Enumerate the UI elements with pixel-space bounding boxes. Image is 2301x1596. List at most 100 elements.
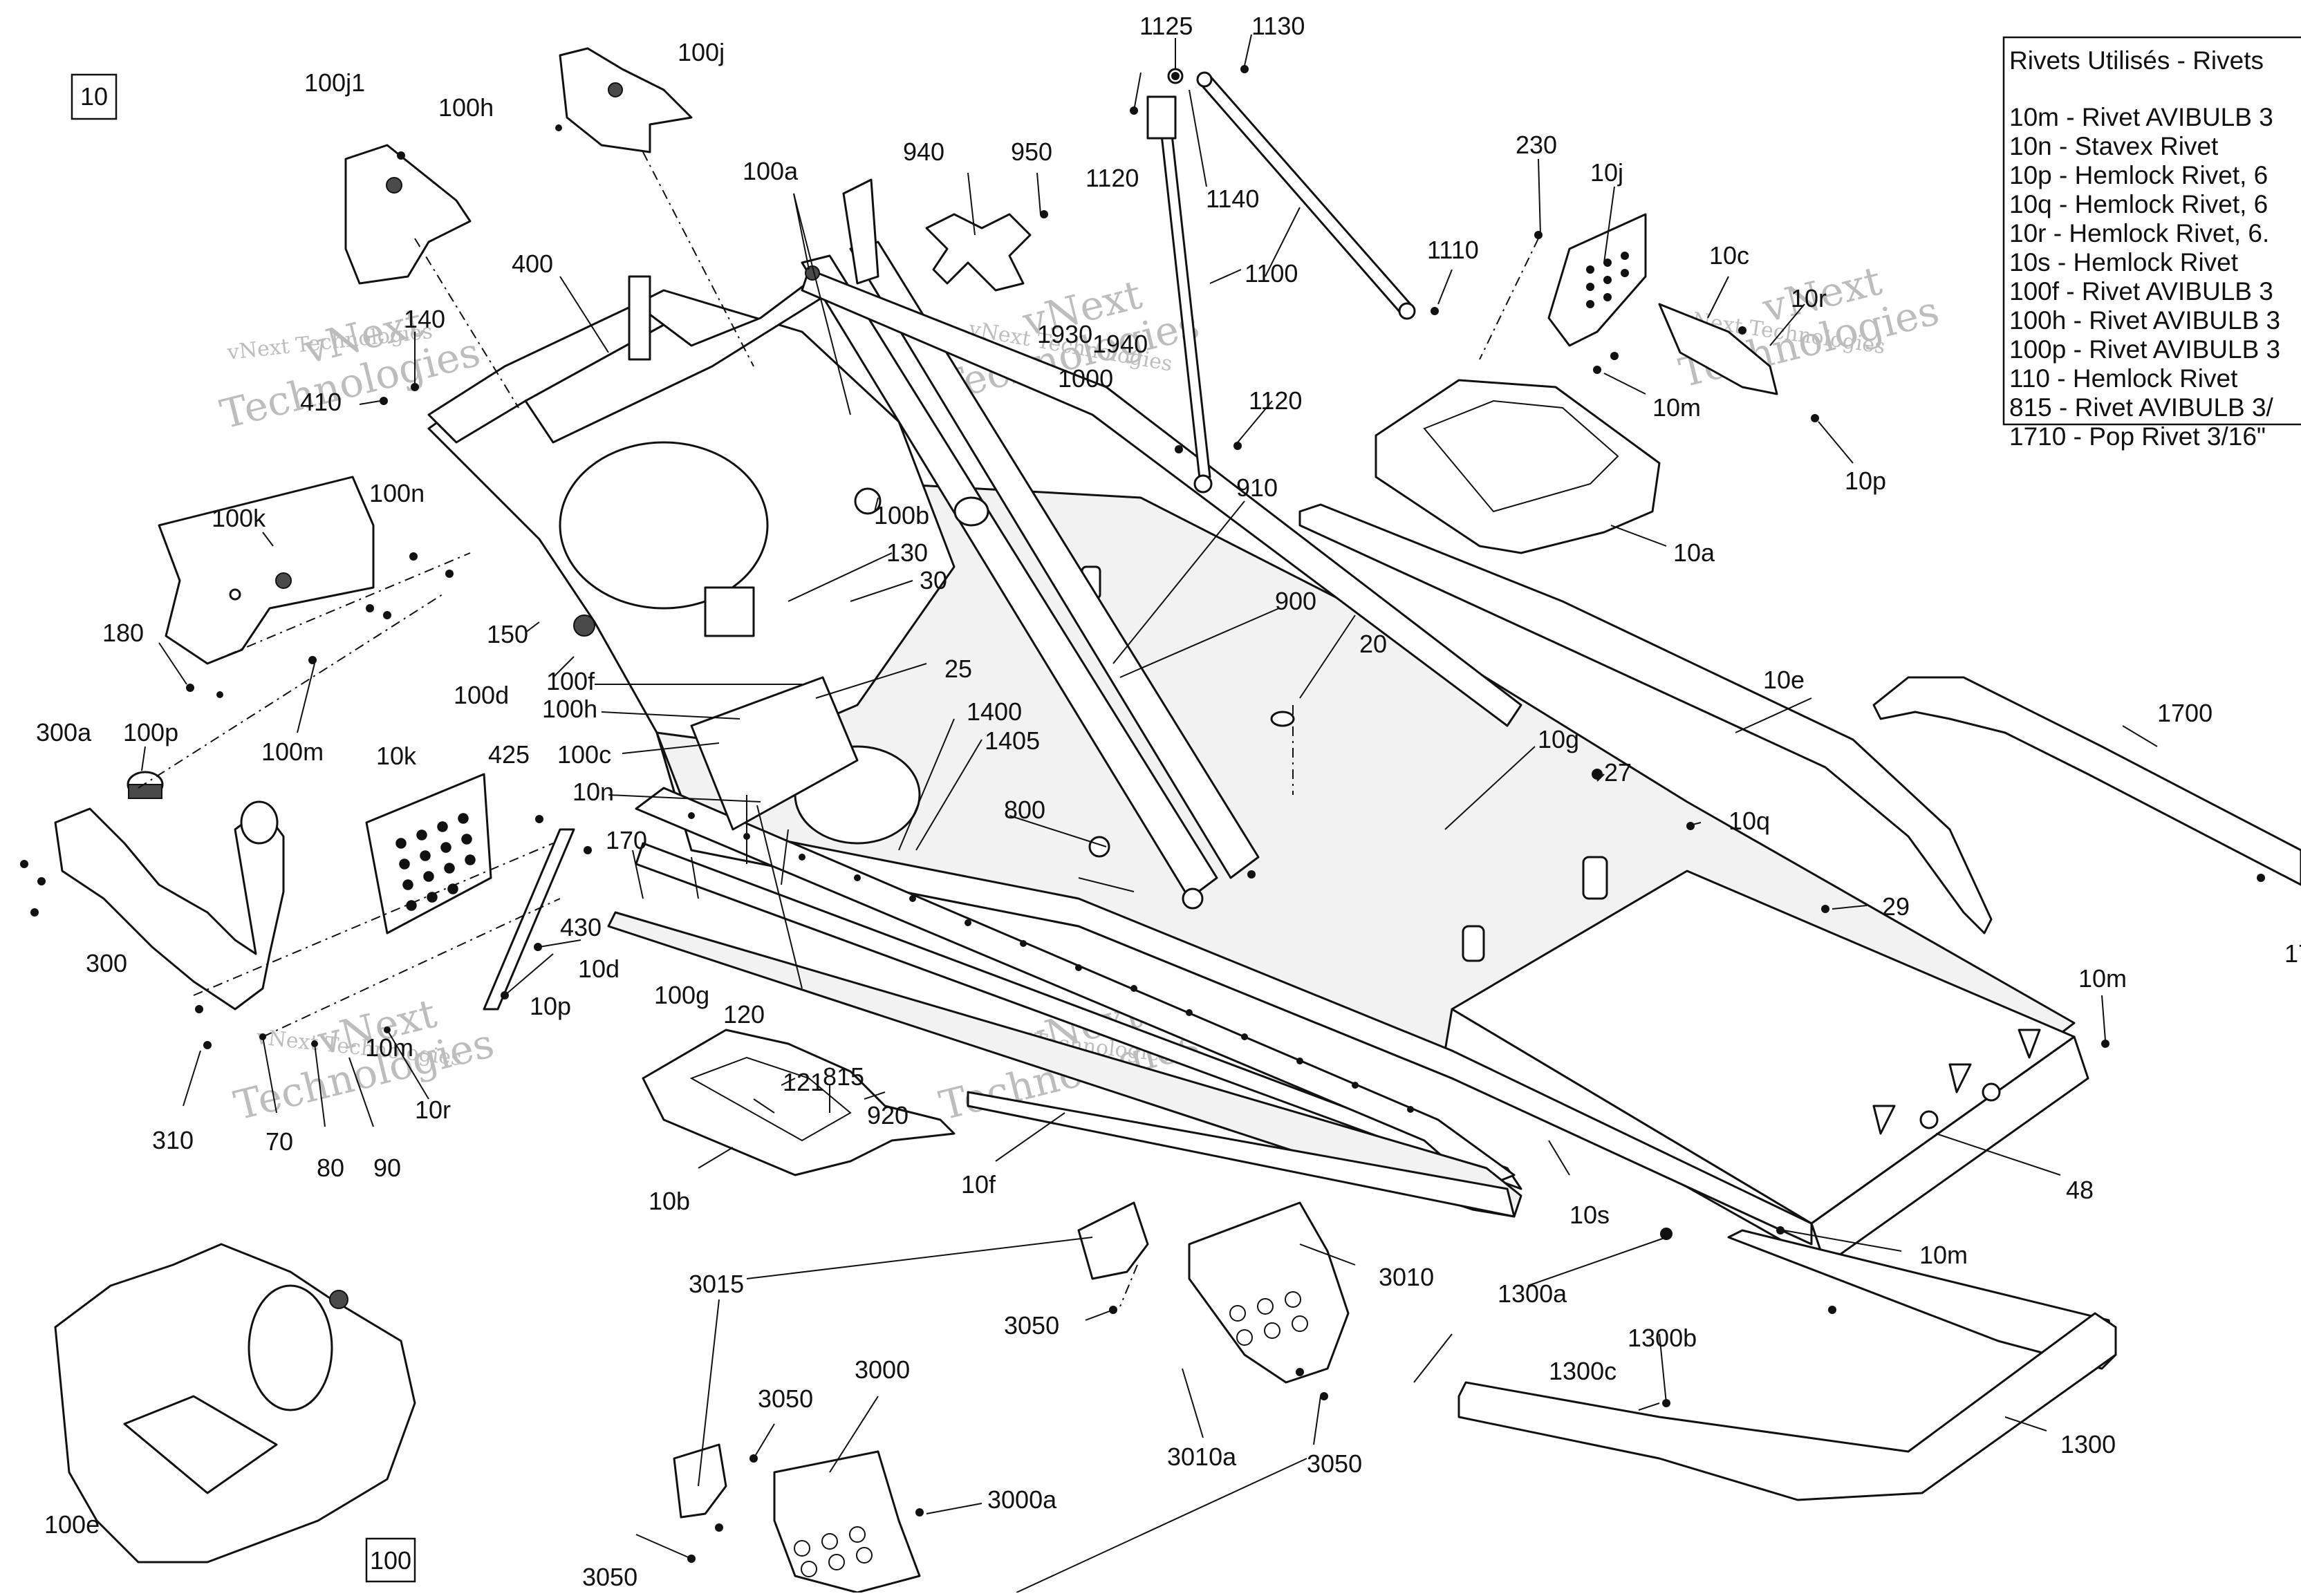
callout: 10r — [415, 1096, 451, 1124]
legend-item: 100p - Rivet AVIBULB 3 — [2009, 335, 2280, 364]
callout: 910 — [1236, 473, 1278, 502]
footboard-3000 — [773, 1450, 921, 1594]
callout-labels: 100j1 100h 100j 400 140 410 100k 100n 18… — [36, 12, 2301, 1591]
callout: 3010a — [1167, 1443, 1237, 1471]
rivet-legend: Rivets Utilisés - Rivets 10m - Rivet AVI… — [2002, 36, 2301, 451]
callout: 1120 — [1249, 386, 1302, 415]
callout: 10p — [530, 992, 571, 1020]
callout: 400 — [512, 250, 553, 278]
callout: 10p — [1845, 467, 1886, 495]
callout: 3050 — [1004, 1311, 1059, 1340]
callout: 1120 — [1086, 164, 1139, 192]
legend-item: 815 - Rivet AVIBULB 3/ — [2009, 393, 2274, 422]
callout: 25 — [944, 655, 972, 683]
callout: 70 — [266, 1127, 293, 1156]
mesh-panel-10j — [1547, 213, 1647, 347]
callout: 17 — [2284, 939, 2301, 968]
callout: 100d — [454, 681, 509, 709]
bracket-100j1 — [344, 144, 472, 285]
bracket-10c — [1658, 303, 1778, 395]
callout: 940 — [903, 138, 944, 166]
page-box-inset: 100 — [365, 1537, 416, 1583]
callout: 100a — [743, 157, 799, 185]
callout: 130 — [886, 538, 928, 567]
callout: 230 — [1516, 131, 1557, 159]
callout: 10m — [1919, 1241, 1968, 1269]
legend-item: 10q - Hemlock Rivet, 6 — [2009, 190, 2268, 218]
leader-lines — [103, 34, 2158, 1593]
callout: 1400 — [967, 697, 1022, 726]
callout: 3050 — [582, 1563, 637, 1591]
callout: 100c — [557, 740, 611, 769]
callout: 300 — [86, 949, 127, 977]
callout: 1130 — [1251, 12, 1305, 40]
bracket-3015 — [1077, 1201, 1149, 1280]
callout: 3050 — [1307, 1449, 1362, 1478]
callout: 1000 — [1058, 364, 1113, 393]
callout: 10b — [649, 1187, 690, 1215]
callout: 1100 — [1245, 259, 1298, 288]
callout: 1700 — [2157, 699, 2212, 727]
legend-item: 10r - Hemlock Rivet, 6. — [2009, 219, 2269, 247]
skid-plate-10b — [642, 1029, 956, 1176]
legend-item: 100f - Rivet AVIBULB 3 — [2009, 277, 2273, 306]
callout: 10j — [1590, 158, 1623, 187]
cover-10a — [1375, 379, 1661, 554]
fasteners — [20, 65, 2265, 1563]
callout: 10g — [1538, 725, 1579, 753]
callout: 80 — [317, 1154, 344, 1182]
callout: 10e — [1763, 666, 1805, 694]
callout: 100g — [654, 981, 709, 1009]
bracket-3015-left — [673, 1443, 727, 1519]
callout: 100b — [874, 501, 929, 529]
callout: 1140 — [1206, 185, 1259, 213]
callout: 3015 — [689, 1270, 744, 1298]
callout: 120 — [723, 1000, 765, 1029]
callout: 100e — [44, 1510, 100, 1539]
callout: 90 — [373, 1154, 401, 1182]
suspension-arm-300 — [54, 800, 285, 1011]
callout: 100h — [438, 93, 494, 122]
callout: 10d — [578, 955, 620, 983]
callout: 430 — [560, 913, 602, 941]
callout: 27 — [1604, 758, 1632, 787]
callout: 20 — [1359, 630, 1387, 658]
callout: 1405 — [985, 726, 1040, 755]
callout: 100p — [123, 718, 178, 747]
callout: 1940 — [1092, 330, 1148, 358]
callout: 425 — [488, 740, 530, 769]
bracket-100j — [559, 47, 693, 153]
steering-support-400 — [427, 275, 824, 444]
callout: 100j1 — [304, 68, 365, 97]
callout: 10r — [1791, 284, 1827, 312]
callout: 170 — [606, 826, 647, 854]
callout: 1125 — [1139, 12, 1193, 40]
callout: 121 — [783, 1068, 824, 1096]
page-box-main: 10 — [71, 73, 118, 120]
legend-item: 1710 - Pop Rivet 3/16" — [2009, 422, 2266, 451]
rod-1140 — [1196, 71, 1416, 320]
legend-title: Rivets Utilisés - Rivets — [2009, 46, 2264, 75]
truss-assembly — [801, 178, 1522, 910]
svg-text:10: 10 — [80, 82, 108, 111]
callout: 100m — [261, 738, 324, 766]
alignment-lines — [138, 151, 1539, 1307]
legend-item: 10n - Stavex Rivet — [2009, 132, 2219, 160]
panel-100k — [158, 476, 375, 665]
callout: 1300b — [1628, 1324, 1697, 1352]
callout: 10m — [365, 1033, 413, 1062]
callout: 815 — [823, 1062, 864, 1091]
callout: 410 — [300, 388, 342, 416]
callout: 10s — [1569, 1201, 1610, 1229]
callout: 30 — [920, 566, 947, 594]
callout: 1300 — [2060, 1430, 2116, 1458]
callout: 100f — [546, 667, 595, 695]
callout: 10a — [1673, 538, 1715, 567]
bumper-1300 — [1457, 1229, 2117, 1501]
callout: 10m — [1652, 393, 1701, 422]
callout: 300a — [36, 718, 92, 747]
callout: 3010 — [1379, 1263, 1434, 1291]
legend-item: 10s - Hemlock Rivet — [2009, 248, 2239, 276]
